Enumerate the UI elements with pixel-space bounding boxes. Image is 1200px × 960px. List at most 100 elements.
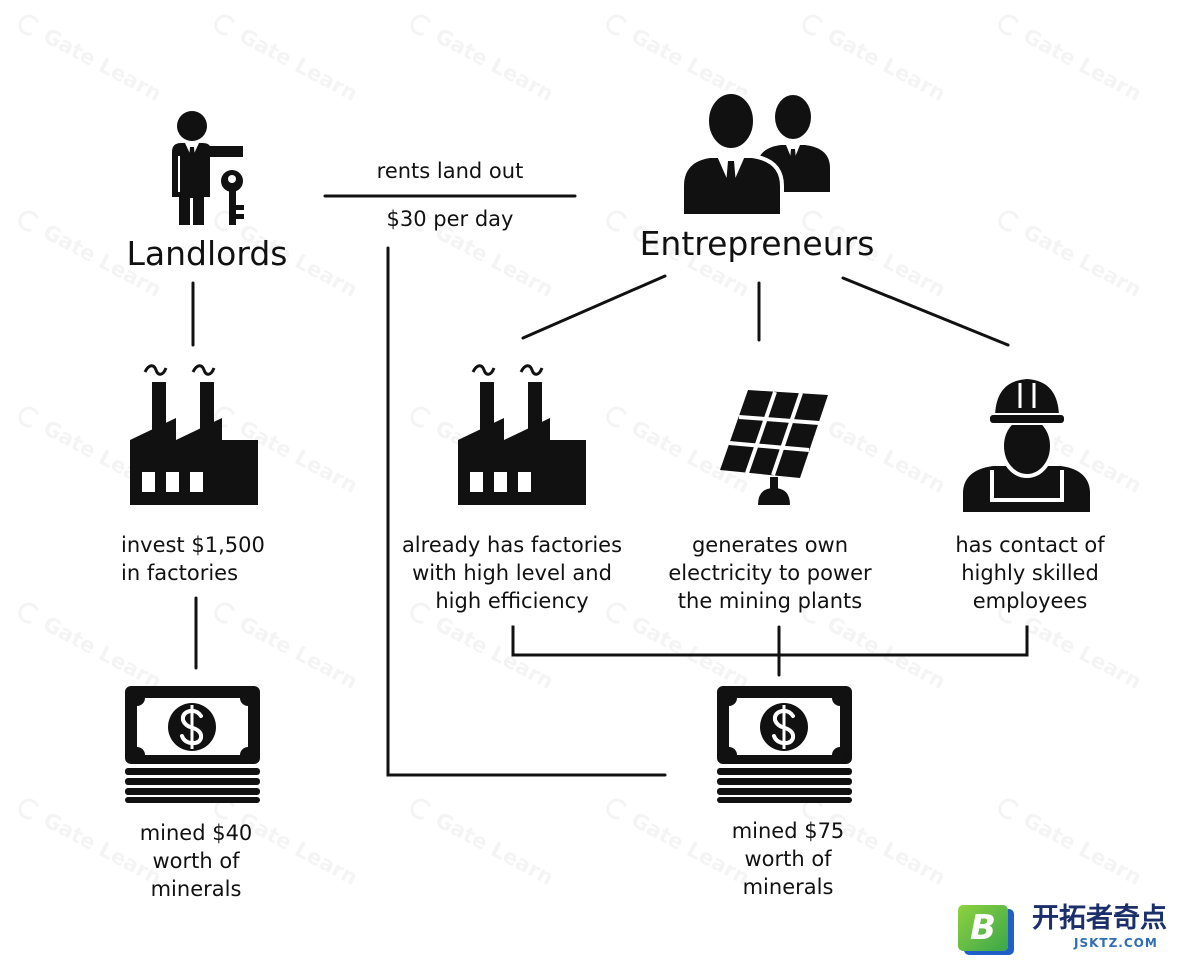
- front-person-head: [705, 90, 757, 152]
- landlord-head: [177, 111, 207, 141]
- factory-window: [142, 472, 155, 492]
- factory-building: [458, 418, 586, 505]
- back-person-head: [775, 95, 811, 139]
- text-line: already has factories: [401, 533, 623, 557]
- text-line: employees: [972, 589, 1088, 613]
- businessmen-icon: [680, 90, 830, 218]
- smoke: [471, 364, 496, 376]
- text-line: minerals: [742, 875, 834, 899]
- bill-corner: [832, 690, 848, 706]
- bill-corner: [832, 747, 848, 763]
- landlords-label: Landlords: [126, 234, 288, 273]
- chimney: [152, 382, 166, 432]
- stacked-bill: [125, 768, 260, 775]
- key-shaft: [229, 190, 236, 225]
- hard-hat-brim: [988, 413, 1066, 425]
- solar-panel-base: [758, 488, 790, 505]
- solar-panel-surface: [720, 390, 828, 478]
- entrepreneurs-to-factory-line: [521, 274, 667, 340]
- factory-window: [190, 472, 203, 492]
- worker-overall-straps: [990, 470, 1064, 502]
- worker-icon: [963, 379, 1090, 512]
- key-tooth: [236, 205, 244, 210]
- text-line: with high level and: [412, 561, 612, 585]
- factory-window: [494, 472, 507, 492]
- key-tooth: [236, 214, 244, 219]
- entrepreneurs-to-worker-line: [841, 276, 1010, 347]
- logo-site: JSKTZ.COM: [1074, 936, 1158, 950]
- rent-to-entrepreneur-money-line: [386, 246, 667, 777]
- stacked-bill: [125, 797, 260, 803]
- factory-window: [470, 472, 483, 492]
- bill-corner: [240, 747, 256, 763]
- bill-corner: [721, 690, 737, 706]
- text-line: minerals: [150, 877, 242, 901]
- hard-hat: [995, 379, 1059, 418]
- landlord-money-icon: [125, 686, 260, 803]
- grid-line: [771, 392, 803, 476]
- advantage-factories-text: already has factories with high level an…: [387, 531, 637, 615]
- landlord-tie: [188, 147, 196, 176]
- stacked-bill: [717, 778, 852, 785]
- landlord-factory-icon: [130, 364, 258, 505]
- connectors: [191, 194, 1029, 777]
- rent-label: rents land out: [376, 159, 524, 183]
- bill-corner: [240, 690, 256, 706]
- landlord-investment-text: invest $1,500 in factories: [121, 531, 265, 587]
- text-line: highly skilled: [961, 561, 1099, 585]
- back-person-tie: [789, 149, 797, 176]
- bill-corner: [721, 747, 737, 763]
- text-line: generates own: [691, 533, 849, 557]
- stacked-bill: [717, 797, 852, 803]
- text-line: worth of: [152, 849, 240, 873]
- stacked-bill: [717, 788, 852, 795]
- factory-window: [518, 472, 531, 492]
- entrepreneurs-label: Entrepreneurs: [639, 224, 875, 263]
- bill-corner: [129, 690, 145, 706]
- solar-panel-post: [770, 477, 778, 491]
- text-line: worth of: [744, 847, 832, 871]
- stacked-bill: [125, 788, 260, 795]
- chimney: [200, 382, 214, 432]
- text-line: electricity to power: [668, 561, 872, 585]
- text-line: high efficiency: [435, 589, 589, 613]
- smoke: [191, 364, 216, 376]
- text-line: mined $40: [139, 821, 253, 845]
- landlord-with-key-icon: [172, 111, 244, 225]
- hard-hat-ridge: [1018, 383, 1036, 408]
- logo-b-icon: B: [958, 905, 1008, 951]
- chimney: [480, 382, 494, 432]
- stacked-bill: [717, 768, 852, 775]
- stacked-bill: [125, 778, 260, 785]
- jsktz-logo: B 开拓者奇点 JSKTZ.COM: [952, 900, 1196, 958]
- factory-building: [130, 418, 258, 505]
- smoke: [143, 364, 168, 376]
- solar-panel-grid: [728, 391, 820, 476]
- text-line: the mining plants: [677, 589, 863, 613]
- grid-line: [728, 441, 810, 452]
- advantages-bracket: [511, 625, 1029, 657]
- entrepreneur-factory-icon: [458, 364, 586, 505]
- logo-name: 开拓者奇点: [1032, 903, 1167, 934]
- text-line: invest $1,500: [121, 533, 265, 557]
- text-line: has contact of: [955, 533, 1105, 557]
- factory-window: [166, 472, 179, 492]
- grid-line: [738, 415, 820, 425]
- front-person-tie: [725, 161, 737, 204]
- text-line: mined $75: [731, 819, 845, 843]
- advantage-electricity-text: generates own electricity to power the m…: [645, 531, 895, 615]
- landlord-result-text: mined $40 worth of minerals: [96, 819, 296, 903]
- rent-price-label: $30 per day: [386, 207, 514, 231]
- chimney: [528, 382, 542, 432]
- advantage-employees-text: has contact of highly skilled employees: [905, 531, 1155, 615]
- key-hole: [228, 175, 236, 183]
- entrepreneur-result-text: mined $75 worth of minerals: [688, 817, 888, 901]
- text-line: in factories: [121, 561, 239, 585]
- bill-corner: [129, 747, 145, 763]
- grid-line: [745, 391, 777, 474]
- solar-panel-icon: [720, 390, 828, 505]
- smoke: [519, 364, 544, 376]
- entrepreneur-money-icon: [717, 686, 852, 803]
